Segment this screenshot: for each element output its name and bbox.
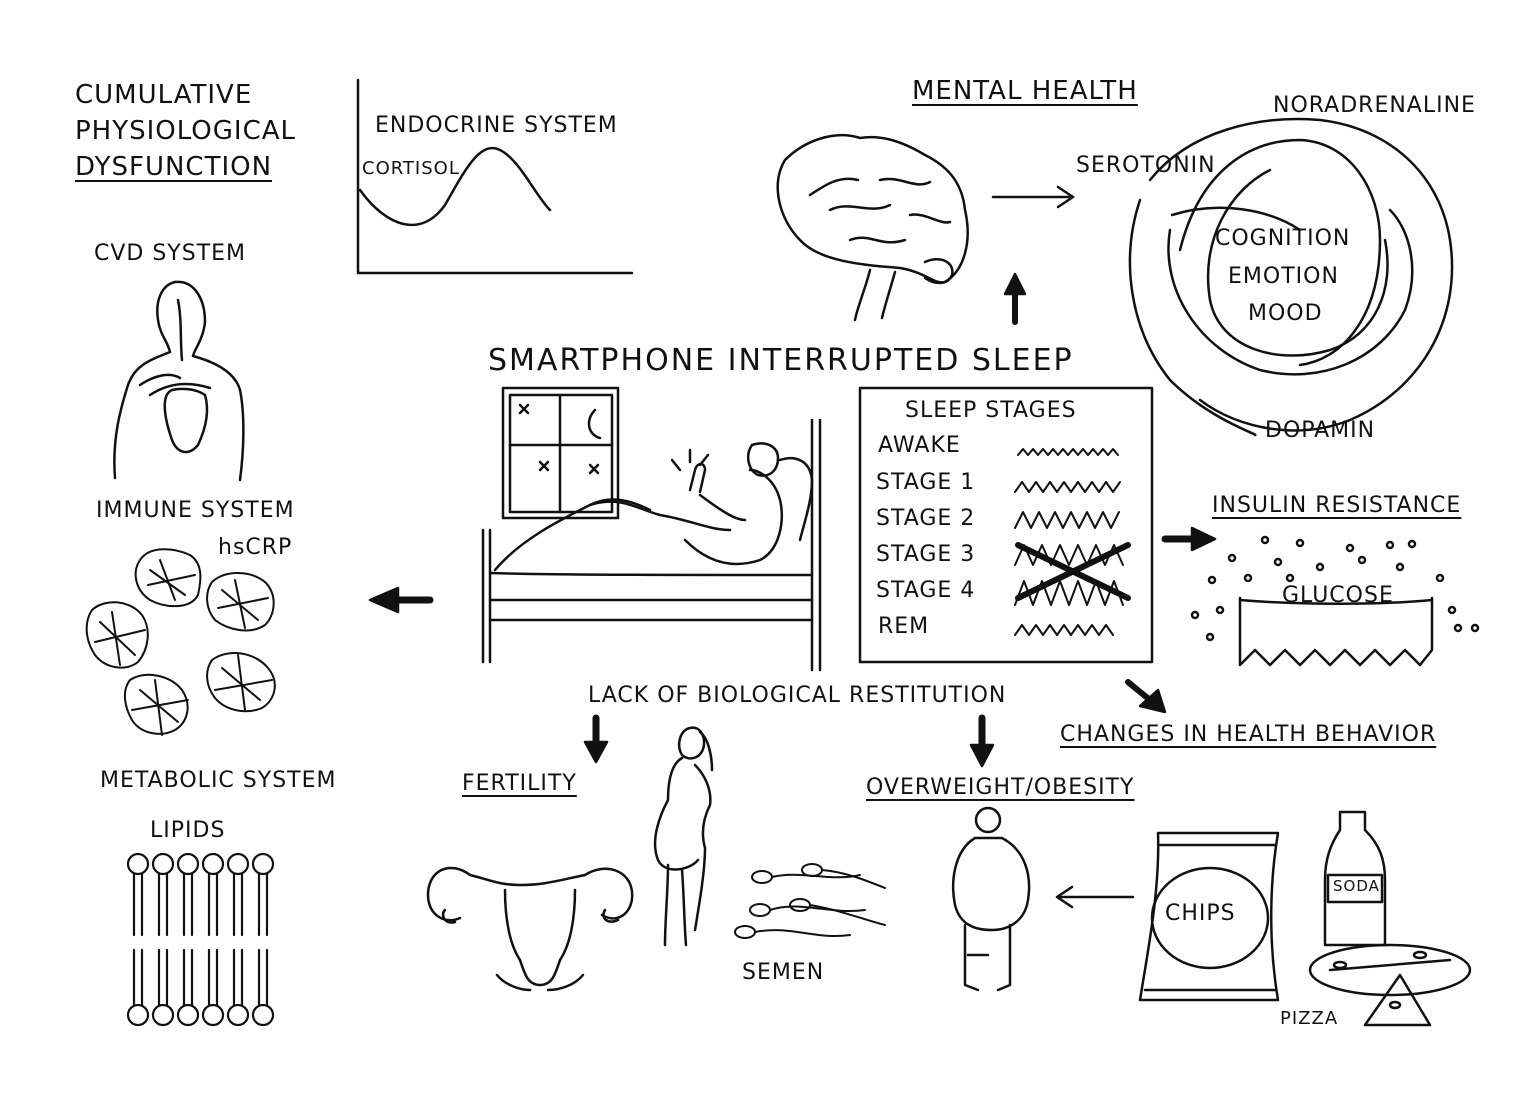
main-title: SMARTPHONE INTERRUPTED SLEEP (488, 346, 1074, 376)
cvd-title: CVD SYSTEM (94, 243, 246, 265)
chips-label: CHIPS (1165, 903, 1236, 925)
arrow-diag-behavior (1128, 682, 1165, 712)
arrow-down-obesity (971, 718, 993, 766)
uterus-icon (428, 868, 632, 990)
stage-2: STAGE 2 (876, 508, 975, 530)
arrow-right-insulin (1165, 528, 1215, 550)
fertility-title: FERTILITY (462, 773, 577, 795)
lipid-bilayer-icon (128, 854, 273, 1025)
arrow-brain-to-neuro (993, 187, 1073, 207)
pregnant-woman-icon (655, 728, 712, 945)
semen-label: SEMEN (742, 962, 824, 984)
insulin-title: INSULIN RESISTANCE (1212, 495, 1461, 517)
heart-torso-icon (114, 282, 243, 480)
serotonin-label: SEROTONIN (1076, 155, 1216, 177)
health-behavior-label: CHANGES IN HEALTH BEHAVIOR (1060, 724, 1436, 746)
arrow-food-to-obesity (1057, 887, 1133, 907)
cognition-label: COGNITION (1215, 228, 1350, 250)
sperm-icon (735, 864, 885, 938)
bed-scene-icon (483, 388, 820, 670)
dopamine-label: DOPAMIN (1265, 420, 1375, 442)
restitution-label: LACK OF BIOLOGICAL RESTITUTION (588, 685, 1006, 707)
obesity-title: OVERWEIGHT/OBESITY (866, 777, 1135, 799)
dysfunction-line-2: PHYSIOLOGICAL (75, 118, 296, 144)
stage-3: STAGE 3 (876, 544, 975, 566)
arrow-down-fertility (585, 718, 607, 762)
dysfunction-line-1: CUMULATIVE (75, 82, 252, 108)
stage-4: STAGE 4 (876, 580, 975, 602)
immune-title: IMMUNE SYSTEM (96, 500, 295, 522)
cortisol-label: CORTISOL (362, 160, 460, 178)
hscrp-label: hsCRP (218, 537, 292, 559)
emotion-label: EMOTION (1228, 266, 1339, 288)
sleep-waves (1015, 449, 1128, 635)
arrow-up (1005, 274, 1025, 322)
metabolic-title: METABOLIC SYSTEM (100, 770, 336, 792)
mental-health-title: MENTAL HEALTH (912, 78, 1138, 104)
stage-rem: REM (878, 616, 929, 638)
pizza-label: PIZZA (1280, 1010, 1338, 1028)
stage-1: STAGE 1 (876, 472, 975, 494)
lipids-label: LIPIDS (150, 820, 225, 842)
obese-person-icon (953, 808, 1029, 990)
arrow-left-immune (370, 588, 430, 612)
mood-label: MOOD (1248, 303, 1323, 325)
dysfunction-line-3: DYSFUNCTION (75, 154, 272, 180)
noradrenaline-label: NORADRENALINE (1273, 95, 1476, 117)
immune-cells-icon (87, 549, 275, 735)
endocrine-title: ENDOCRINE SYSTEM (375, 115, 618, 137)
soda-label: SODA (1333, 879, 1380, 894)
brain-icon (778, 135, 968, 320)
stage-awake: AWAKE (878, 435, 961, 457)
sleep-stages-title: SLEEP STAGES (905, 400, 1077, 422)
glucose-label: GLUCOSE (1282, 585, 1394, 607)
